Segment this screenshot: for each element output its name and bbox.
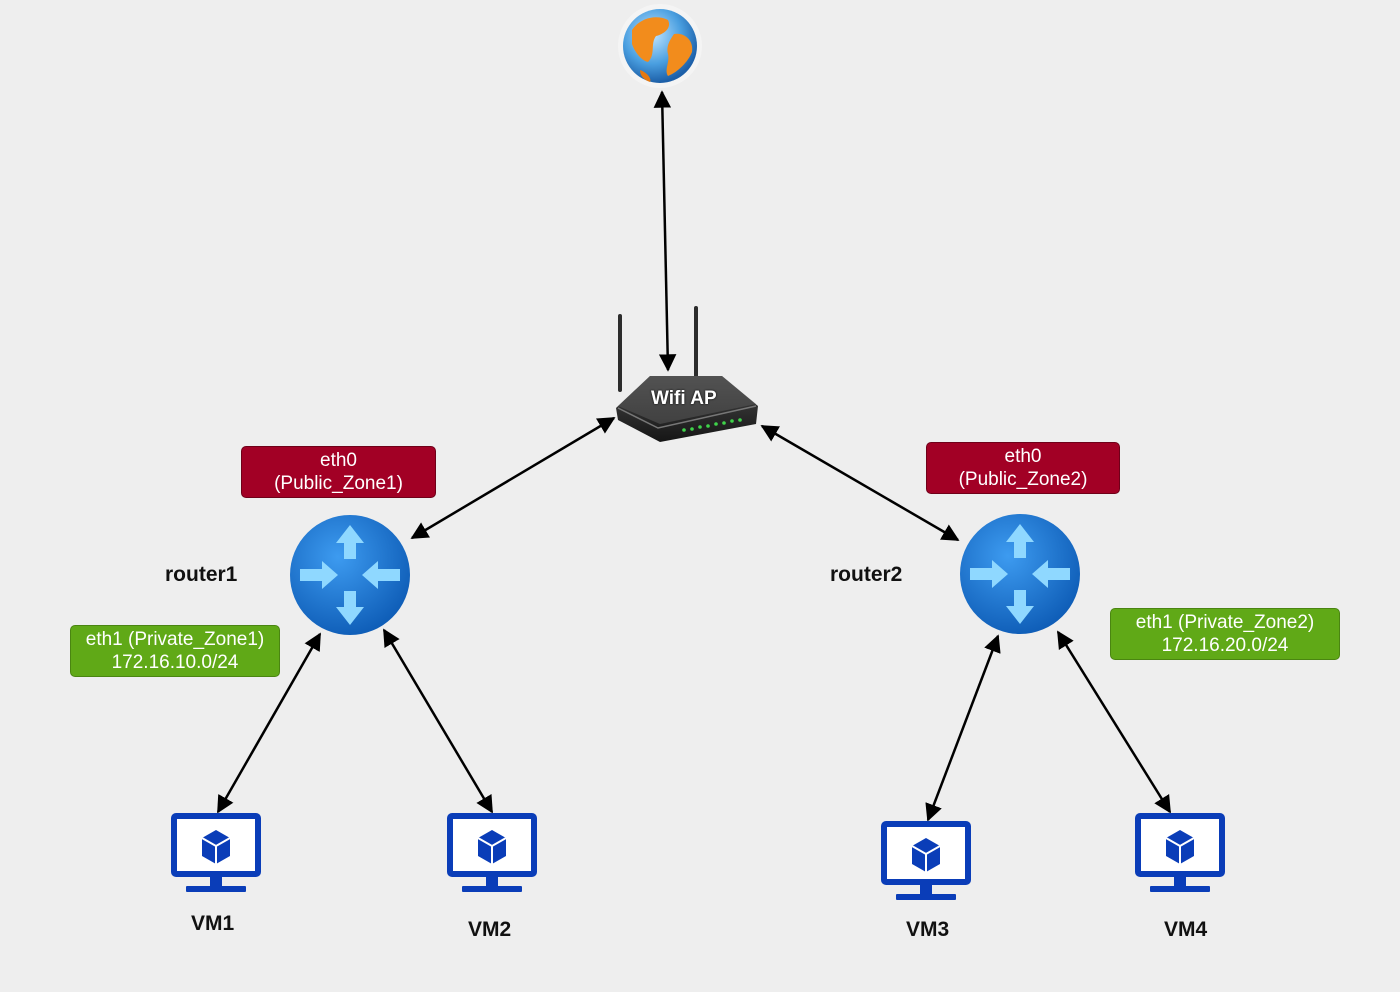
globe-icon bbox=[618, 4, 702, 88]
router1-private-iface-name: eth1 (Private_Zone1) bbox=[85, 629, 265, 650]
router1-public-iface-tag: eth0 (Public_Zone1) bbox=[241, 446, 436, 498]
vm3-monitor-icon bbox=[881, 821, 971, 900]
vm4-monitor-icon bbox=[1135, 813, 1225, 892]
connectors bbox=[216, 90, 1172, 822]
router2-private-iface-tag: eth1 (Private_Zone2) 172.16.20.0/24 bbox=[1110, 608, 1340, 660]
router1-label: router1 bbox=[165, 563, 238, 586]
wifi-ap-icon bbox=[616, 306, 758, 442]
vm1-monitor-icon bbox=[171, 813, 261, 892]
router2-private-iface-subnet: 172.16.20.0/24 bbox=[1161, 635, 1289, 656]
link-router2-vm3 bbox=[925, 634, 1001, 822]
router2-public-iface-name: eth0 bbox=[1004, 446, 1042, 467]
vm2-label: VM2 bbox=[468, 918, 512, 941]
vm2-monitor-icon bbox=[447, 813, 537, 892]
router1-private-iface-tag: eth1 (Private_Zone1) 172.16.10.0/24 bbox=[70, 625, 280, 677]
link-router1-vm1 bbox=[216, 632, 322, 814]
router2-private-iface-name: eth1 (Private_Zone2) bbox=[1135, 612, 1315, 633]
router1-icon bbox=[290, 515, 410, 635]
vm3-label: VM3 bbox=[906, 918, 950, 941]
router1-public-iface-zone: (Public_Zone1) bbox=[274, 473, 403, 494]
link-internet-wifi bbox=[653, 90, 677, 372]
router2-public-iface-tag: eth0 (Public_Zone2) bbox=[926, 442, 1120, 494]
link-router2-vm4 bbox=[1056, 630, 1172, 814]
link-router1-vm2 bbox=[382, 628, 494, 814]
router2-public-iface-zone: (Public_Zone2) bbox=[958, 469, 1088, 490]
wifi-ap-label: Wifi AP bbox=[651, 388, 717, 409]
link-wifi-router1 bbox=[410, 416, 616, 540]
router1-private-iface-subnet: 172.16.10.0/24 bbox=[111, 652, 239, 673]
vm-icons bbox=[171, 813, 1225, 900]
link-wifi-router2 bbox=[760, 424, 960, 542]
vm4-label: VM4 bbox=[1164, 918, 1208, 941]
router2-icon bbox=[960, 514, 1080, 634]
router1-public-iface-name: eth0 bbox=[320, 450, 357, 471]
router2-label: router2 bbox=[830, 563, 903, 586]
vm1-label: VM1 bbox=[191, 912, 235, 935]
